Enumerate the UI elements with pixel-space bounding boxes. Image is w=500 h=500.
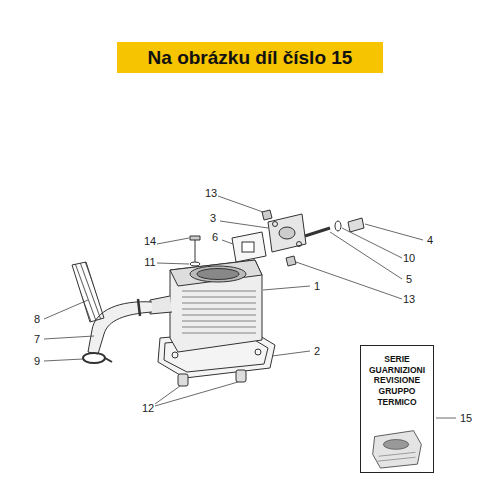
title-banner: Na obrázku díl číslo 15 xyxy=(117,42,383,73)
callout-number: 14 xyxy=(144,236,156,247)
callout-number: 13 xyxy=(205,188,217,199)
callout-number: 1 xyxy=(314,281,320,292)
callout-number: 9 xyxy=(34,356,40,367)
callout-number: 8 xyxy=(34,314,40,325)
banner-title: Na obrázku díl číslo 15 xyxy=(148,47,353,69)
callout-number: 5 xyxy=(406,274,412,285)
callout-number: 13 xyxy=(403,294,415,305)
callout-number: 11 xyxy=(144,257,155,268)
callout-number: 6 xyxy=(212,232,218,243)
callout-number: 3 xyxy=(210,213,216,224)
kit-label: SERIE GUARNIZIONI REVISIONE GRUPPO TERMI… xyxy=(366,354,428,407)
kit-box: SERIE GUARNIZIONI REVISIONE GRUPPO TERMI… xyxy=(360,345,434,473)
callout-number: 10 xyxy=(403,253,415,264)
callout-number: 2 xyxy=(314,346,320,357)
callout-number: 15 xyxy=(460,413,472,424)
callout-number: 12 xyxy=(142,403,154,414)
callout-number: 4 xyxy=(427,235,433,246)
callout-number: 7 xyxy=(34,334,40,345)
